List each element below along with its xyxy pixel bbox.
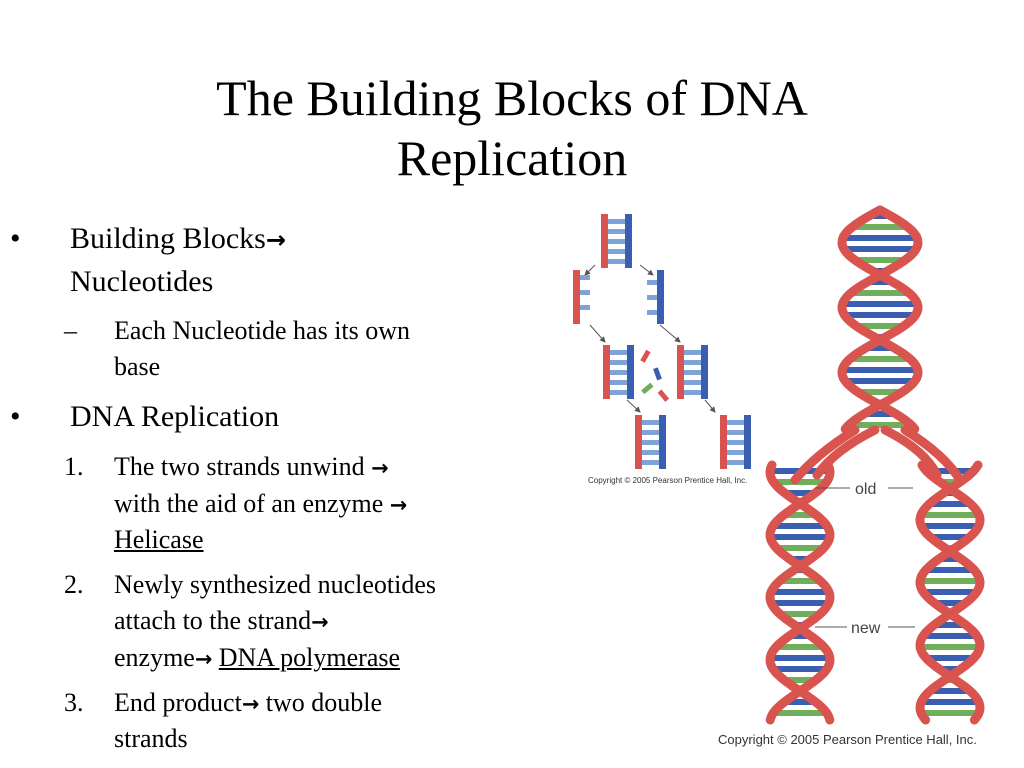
- dna-segment: [677, 345, 708, 399]
- item-text: enzyme: [114, 643, 195, 672]
- right-arrow-icon: →: [311, 610, 329, 634]
- label-old: old: [855, 481, 876, 498]
- sub-bullet-line-1: Each Nucleotide has its own: [114, 316, 411, 345]
- sugar-phosphate-backbone: [837, 205, 923, 434]
- sugar-phosphate-backbone: [915, 460, 985, 725]
- term-helicase: Helicase: [114, 525, 204, 554]
- item-text: with the aid of an enzyme: [114, 489, 390, 518]
- label-new: new: [851, 620, 881, 637]
- replication-fork-strand: [790, 425, 860, 485]
- title-line-1: The Building Blocks of DNA: [216, 70, 808, 126]
- right-arrow-icon: →: [389, 493, 408, 517]
- sugar-phosphate-backbone: [765, 460, 835, 725]
- bullet-nucleotides: Nucleotides: [70, 265, 214, 298]
- list-item-2-line-2: attach to the strand→: [114, 606, 329, 636]
- unwinding-strands: [573, 270, 664, 324]
- right-arrow-icon: →: [371, 456, 389, 480]
- bullet-list: • Building Blocks→ Nucleotides – Each Nu…: [10, 222, 437, 753]
- right-arrow-icon: →: [241, 692, 260, 716]
- list-item-3-line-2: strands: [114, 724, 188, 753]
- dna-segment: [635, 415, 666, 469]
- item-text: The two strands unwind: [114, 452, 372, 481]
- list-item-3-line-1: End product→ two double: [114, 688, 382, 718]
- right-arrow-icon: →: [265, 226, 286, 254]
- list-number: 1.: [64, 452, 84, 481]
- replication-fork-strand: [900, 425, 965, 485]
- title-line-2: Replication: [396, 130, 628, 186]
- sugar-phosphate-backbone: [765, 460, 835, 725]
- list-item-1-line-2: with the aid of an enzyme →: [114, 489, 407, 519]
- replication-fork-strand: [880, 425, 942, 480]
- item-text: attach to the strand: [114, 606, 312, 635]
- large-figure-copyright: Copyright © 2005 Pearson Prentice Hall, …: [718, 732, 977, 747]
- bullet-marker: •: [10, 400, 21, 433]
- sugar-phosphate-backbone: [837, 205, 923, 434]
- list-number: 3.: [64, 688, 84, 717]
- term-dna-polymerase: DNA polymerase: [218, 643, 401, 672]
- sub-bullet-line-2: base: [114, 352, 161, 381]
- bullet-dna-replication: DNA Replication: [70, 400, 280, 433]
- bullet-text: Building Blocks: [70, 222, 266, 255]
- right-arrow-icon: →: [194, 647, 213, 671]
- item-text: two double: [259, 688, 383, 717]
- dna-helix-illustration: old new: [765, 205, 985, 725]
- replication-diagram-small: [573, 214, 751, 469]
- item-text: End product: [114, 688, 242, 717]
- small-figure-copyright: Copyright © 2005 Pearson Prentice Hall, …: [588, 476, 748, 485]
- list-item-2-line-3: enzyme→ DNA polymerase: [114, 643, 400, 673]
- list-item-2-line-1: Newly synthesized nucleotides: [114, 570, 437, 599]
- sub-bullet-marker: –: [64, 316, 77, 345]
- list-item-1-line-1: The two strands unwind →: [114, 452, 389, 482]
- free-nucleotides: [640, 349, 670, 402]
- dna-segment: [601, 214, 632, 268]
- bullet-building-blocks: Building Blocks→: [70, 222, 286, 256]
- dna-segment: [603, 345, 634, 399]
- list-number: 2.: [64, 570, 84, 599]
- dna-segment: [720, 415, 751, 469]
- bullet-marker: •: [10, 222, 21, 255]
- replication-fork-strand: [812, 425, 880, 480]
- slide-title: The Building Blocks of DNA Replication: [0, 68, 1024, 188]
